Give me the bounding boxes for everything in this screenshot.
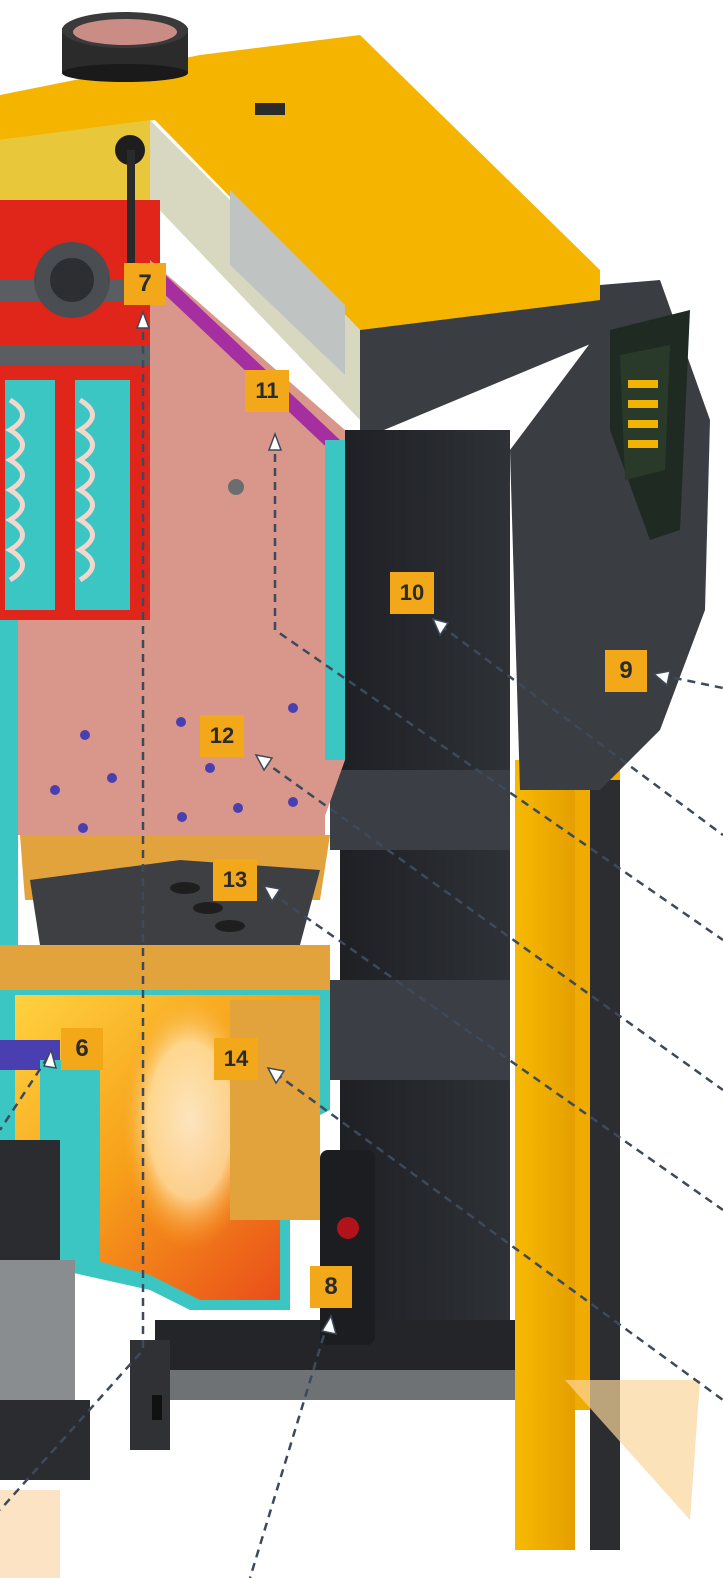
callout-7: 7 [124,263,166,305]
callout-13: 13 [213,859,257,901]
grate [0,860,330,995]
callout-11: 11 [245,370,289,412]
callout-14: 14 [214,1038,258,1080]
ash-door [320,1150,375,1345]
callout-9: 9 [605,650,647,692]
callout-6: 6 [61,1028,103,1070]
callout-10: 10 [390,572,434,614]
callout-12: 12 [200,715,244,757]
side-panel [515,760,700,1550]
callout-8: 8 [310,1266,352,1308]
heat-exchanger [0,135,160,620]
flue-pipe [62,12,188,82]
